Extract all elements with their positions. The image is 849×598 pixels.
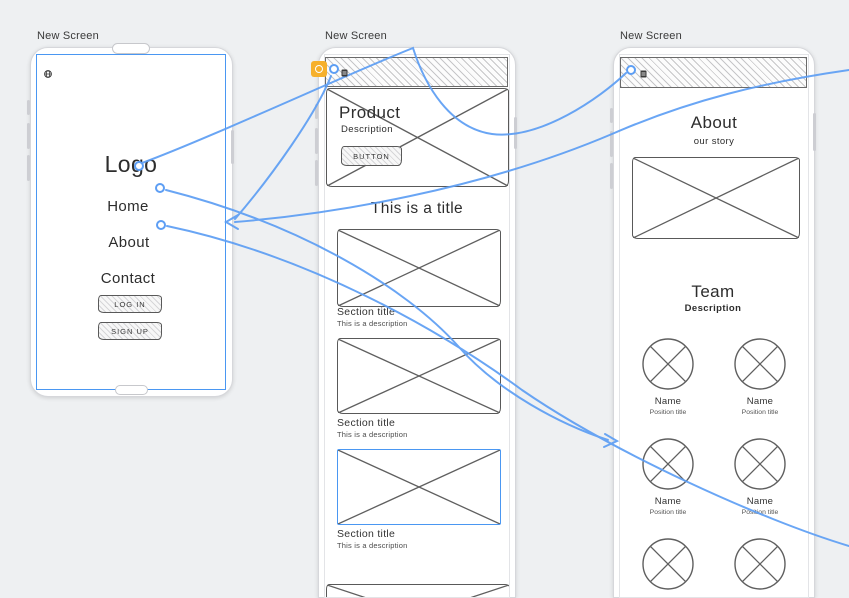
avatar-placeholder[interactable] <box>734 538 786 590</box>
avatar-placeholder[interactable] <box>642 438 694 490</box>
team-title[interactable]: Team <box>691 282 735 301</box>
member-role[interactable]: Position title <box>741 409 779 416</box>
member-name[interactable]: Name <box>746 396 774 407</box>
screen-3-side-button <box>610 108 613 123</box>
section-title[interactable]: Section title <box>337 528 396 540</box>
member-name[interactable]: Name <box>746 496 774 507</box>
screen-2-side-button <box>315 104 318 119</box>
logo-text[interactable]: Logo <box>104 151 158 177</box>
screen-2-screen[interactable]: Product Description BUTTON This is a tit… <box>324 54 510 598</box>
about-title[interactable]: About <box>690 113 738 132</box>
screen-1-screen[interactable]: Logo Home About Contact LOG IN SIGN UP <box>36 54 226 390</box>
home-link-anchor[interactable] <box>134 161 144 171</box>
log-in-button[interactable]: LOG IN <box>98 295 162 313</box>
avatar-placeholder[interactable] <box>734 338 786 390</box>
avatar-placeholder[interactable] <box>642 538 694 590</box>
screen-3-side-button <box>813 113 816 151</box>
about-image-placeholder[interactable] <box>632 157 800 239</box>
section-description[interactable]: This is a description <box>337 319 408 328</box>
anchor-highlight-circle-icon <box>315 65 323 73</box>
menu-icon[interactable] <box>640 65 647 83</box>
nav-link-contact[interactable]: Contact <box>100 270 156 287</box>
screen-2-label[interactable]: New Screen <box>325 30 387 42</box>
team-subtitle[interactable]: Description <box>684 303 742 314</box>
screen-2-header-anchor[interactable] <box>329 64 339 74</box>
screen-3-header-anchor[interactable] <box>626 65 636 75</box>
anchor-highlight-badge[interactable] <box>311 61 327 77</box>
member-role[interactable]: Position title <box>649 509 687 516</box>
screen-3-header-bar[interactable] <box>620 57 807 88</box>
avatar-placeholder[interactable] <box>734 438 786 490</box>
section-image-placeholder-selected[interactable] <box>337 449 501 525</box>
member-role[interactable]: Position title <box>741 509 779 516</box>
screen-3-screen[interactable]: About our story Team Description Name Po… <box>619 54 809 598</box>
section-title[interactable]: Section title <box>337 306 396 318</box>
section-image-placeholder[interactable] <box>326 584 509 597</box>
nav-link-home[interactable]: Home <box>107 198 149 215</box>
member-name[interactable]: Name <box>654 396 682 407</box>
screen-2-side-button <box>315 128 318 154</box>
screen-1-label[interactable]: New Screen <box>37 30 99 42</box>
screen-1-side-button <box>27 155 30 181</box>
phone-notch <box>112 43 150 54</box>
screen-3-label[interactable]: New Screen <box>620 30 682 42</box>
section-description[interactable]: This is a description <box>337 541 408 550</box>
phone-home-indicator <box>115 385 148 395</box>
hero-button[interactable]: BUTTON <box>341 146 402 166</box>
menu-icon[interactable] <box>341 64 348 82</box>
member-name[interactable]: Name <box>654 496 682 507</box>
screen-3-side-button <box>610 163 613 189</box>
section-image-placeholder[interactable] <box>337 338 501 414</box>
member-role[interactable]: Position title <box>649 409 687 416</box>
section-heading[interactable]: This is a title <box>370 200 464 217</box>
nav-link-about[interactable]: About <box>108 234 150 251</box>
hero-title[interactable]: Product <box>339 103 401 122</box>
about-subtitle[interactable]: our story <box>693 136 735 147</box>
screen-2-side-button <box>315 160 318 186</box>
screen-2-header-bar[interactable] <box>325 57 508 87</box>
screen-3-side-button <box>610 131 613 157</box>
hero-description[interactable]: Description <box>341 124 393 135</box>
contact-link-anchor[interactable] <box>156 220 166 230</box>
section-description[interactable]: This is a description <box>337 430 408 439</box>
screen-2-side-button <box>514 117 517 149</box>
globe-icon <box>44 65 52 83</box>
section-image-placeholder[interactable] <box>337 229 501 307</box>
screen-1-side-button <box>27 100 30 115</box>
screen-1-side-button <box>231 130 234 164</box>
section-title[interactable]: Section title <box>337 417 396 429</box>
sign-up-button[interactable]: SIGN UP <box>98 322 162 340</box>
about-link-anchor[interactable] <box>155 183 165 193</box>
avatar-placeholder[interactable] <box>642 338 694 390</box>
screen-1-side-button <box>27 123 30 149</box>
